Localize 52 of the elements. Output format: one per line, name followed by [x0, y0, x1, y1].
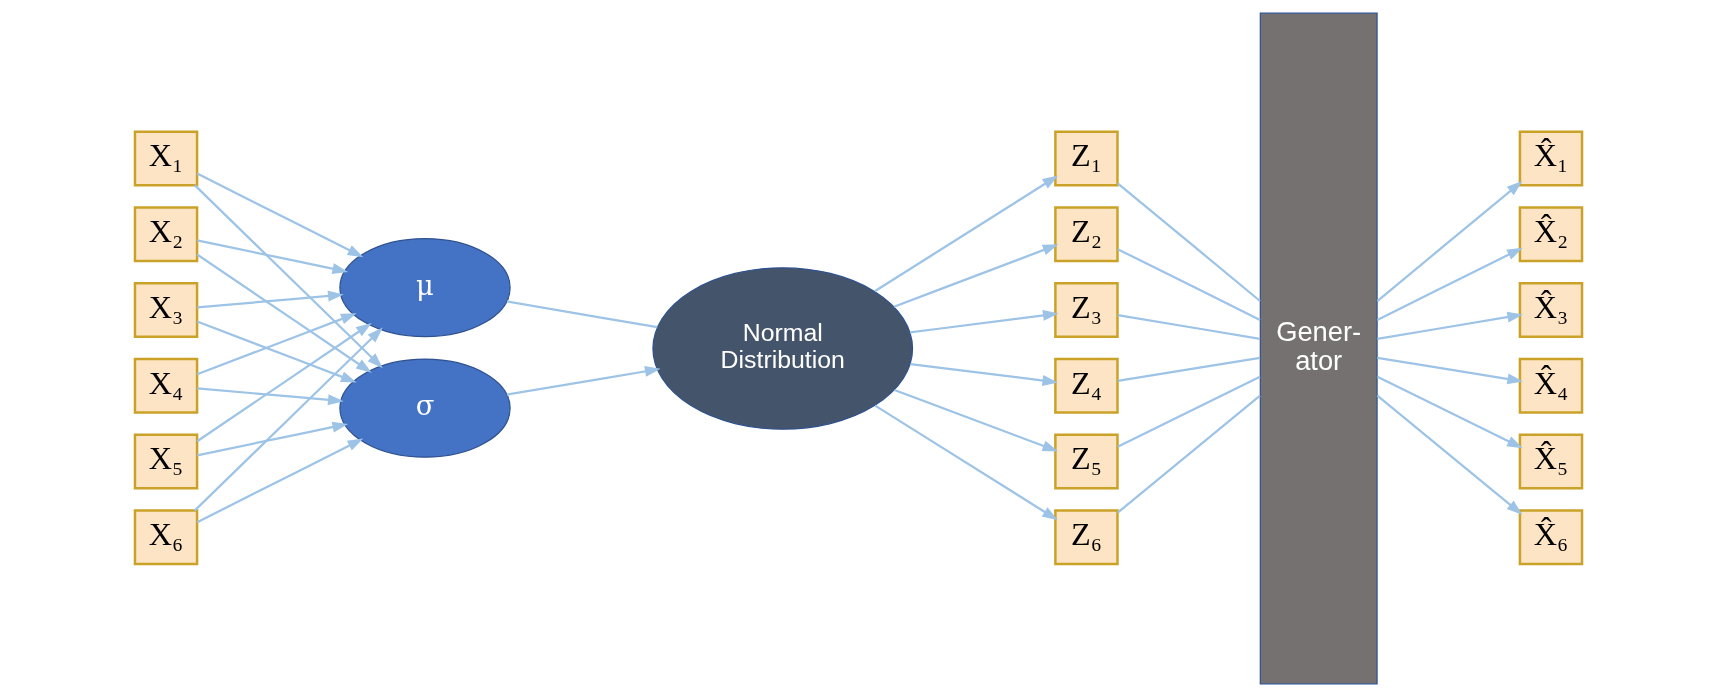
- connector: [1116, 375, 1261, 448]
- arrow: [893, 388, 1058, 452]
- node-box: Z₃: [1053, 282, 1119, 338]
- arrow: [193, 327, 383, 512]
- node-box: X̂₆: [1518, 509, 1583, 566]
- node-box: Z₄: [1053, 357, 1119, 414]
- node-box: X₅: [133, 433, 198, 490]
- node-box: Gener- ator: [1259, 12, 1378, 685]
- arrow: [196, 421, 348, 457]
- arrow: [196, 322, 372, 443]
- node-box: X̂₁: [1518, 130, 1583, 187]
- connector: [1117, 313, 1260, 340]
- arrow: [893, 244, 1058, 308]
- arrow: [909, 363, 1058, 386]
- arrow: [1376, 181, 1522, 302]
- arrow: [196, 387, 344, 406]
- node-box: Z₆: [1053, 509, 1119, 566]
- arrow: [1376, 394, 1522, 515]
- node-box: X₁: [133, 130, 198, 187]
- node-box: Z₁: [1053, 130, 1119, 187]
- arrow: [1376, 247, 1523, 321]
- node-box: X̂₃: [1518, 282, 1583, 338]
- arrow: [196, 438, 363, 524]
- node-box: Z₂: [1053, 206, 1119, 263]
- node-box: X̂₂: [1518, 206, 1583, 263]
- node-box: X̂₅: [1518, 433, 1583, 490]
- arrow: [1376, 311, 1523, 340]
- arrow: [506, 365, 661, 396]
- node-box: X₆: [133, 509, 198, 566]
- node-box: X̂₄: [1518, 357, 1583, 414]
- arrow: [196, 253, 372, 373]
- connector: [1117, 356, 1260, 382]
- connector: [1116, 182, 1261, 302]
- arrow: [196, 290, 344, 309]
- node-ellipse: Normal Distribution: [651, 267, 913, 430]
- arrow: [909, 309, 1059, 334]
- connector: [1116, 248, 1261, 321]
- arrow: [196, 172, 363, 258]
- arrow: [193, 184, 383, 369]
- arrow: [873, 175, 1058, 293]
- arrow: [196, 239, 348, 275]
- arrow: [874, 404, 1058, 521]
- connector: [506, 300, 657, 329]
- arrow: [1376, 375, 1523, 449]
- arrow: [196, 320, 357, 383]
- arrow: [1376, 356, 1523, 385]
- node-box: X₄: [133, 357, 198, 414]
- node-box: X₃: [133, 282, 198, 338]
- node-box: X₂: [133, 206, 198, 263]
- arrow: [196, 313, 357, 376]
- connector: [1116, 394, 1261, 514]
- node-box: Z₅: [1053, 433, 1119, 490]
